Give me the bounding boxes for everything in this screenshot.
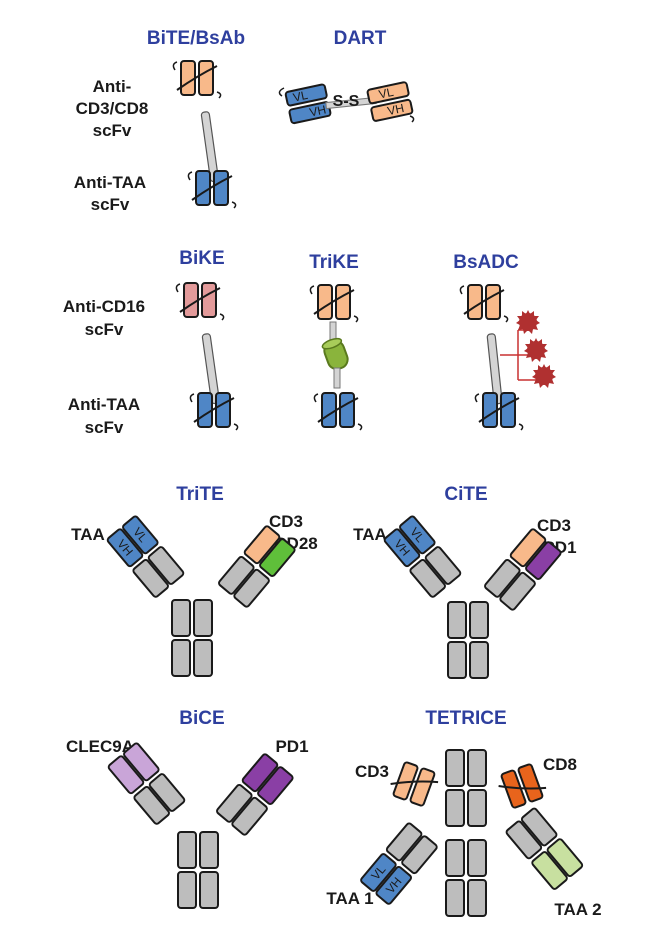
tetrice-taa2-label: TAA 2 xyxy=(554,900,601,919)
title-bice: BiCE xyxy=(179,708,224,729)
bite-anti-cd3-scfv xyxy=(172,60,222,99)
dart-disulfide-bond: S-S xyxy=(333,93,360,110)
cite-taa-label: TAA xyxy=(353,525,387,544)
label-anti-taa-line1: Anti-TAA xyxy=(74,173,146,192)
title-cite: CiTE xyxy=(444,484,487,505)
bsadc-payload-3 xyxy=(532,364,556,388)
bike-anti-cd16-scfv xyxy=(175,282,225,321)
tetrice-taa1-label: TAA 1 xyxy=(326,889,373,908)
trike-construct xyxy=(309,284,363,431)
dart-construct: VL VH S-S VL VH xyxy=(278,81,415,125)
title-bsadc: BsADC xyxy=(453,252,519,273)
bice-construct: CLEC9A PD1 xyxy=(66,737,309,909)
bsadc-construct xyxy=(459,284,556,431)
tetrice-construct: CD3 CD8 TAA 1 TAA 2 VL VH xyxy=(326,749,602,919)
tetrice-cd3-label: CD3 xyxy=(355,762,389,781)
bice-clec9a-label: CLEC9A xyxy=(66,737,134,756)
title-dart: DART xyxy=(334,28,387,49)
bsadc-anti-cd16-scfv xyxy=(459,284,509,323)
label-anti-taa2-line2: scFv xyxy=(85,418,124,437)
title-bite: BiTE/BsAb xyxy=(147,28,245,49)
trite-taa-label: TAA xyxy=(71,525,105,544)
bike-construct xyxy=(175,282,239,431)
dart-vl-right: VL xyxy=(377,85,395,102)
title-bike: BiKE xyxy=(179,248,224,269)
label-anti-cd16-line1: Anti-CD16 xyxy=(63,297,145,316)
label-anti-cd3-line2: CD3/CD8 xyxy=(76,99,149,118)
bite-construct xyxy=(172,60,237,209)
trite-cd3-label: CD3 xyxy=(269,512,303,531)
label-anti-cd3-line1: Anti- xyxy=(93,77,132,96)
dart-vl-left: VL xyxy=(292,88,310,105)
tetrice-cd8-label: CD8 xyxy=(543,755,577,774)
label-anti-cd3-line3: scFv xyxy=(93,121,132,140)
bice-pd1-label: PD1 xyxy=(275,737,308,756)
cite-construct: TAA CD3 PD1 VH VL xyxy=(353,515,577,679)
cite-cd3-label: CD3 xyxy=(537,516,571,535)
label-anti-taa2-line1: Anti-TAA xyxy=(68,395,140,414)
dart-vh-left: VH xyxy=(308,102,327,119)
label-anti-taa-line2: scFv xyxy=(91,195,130,214)
title-tetrice: TETRICE xyxy=(425,708,506,729)
dart-vh-right: VH xyxy=(386,101,405,118)
label-anti-cd16-line2: scFv xyxy=(85,320,124,339)
bsadc-payload-2 xyxy=(524,338,548,362)
trite-construct: TAA CD3 CD28 VH VL xyxy=(71,512,318,677)
trike-anti-taa-scfv xyxy=(313,392,363,431)
trike-anti-cd16-scfv xyxy=(309,284,359,323)
trike-cytokine xyxy=(321,337,349,371)
title-trite: TriTE xyxy=(176,484,224,505)
title-trike: TriKE xyxy=(309,252,359,273)
